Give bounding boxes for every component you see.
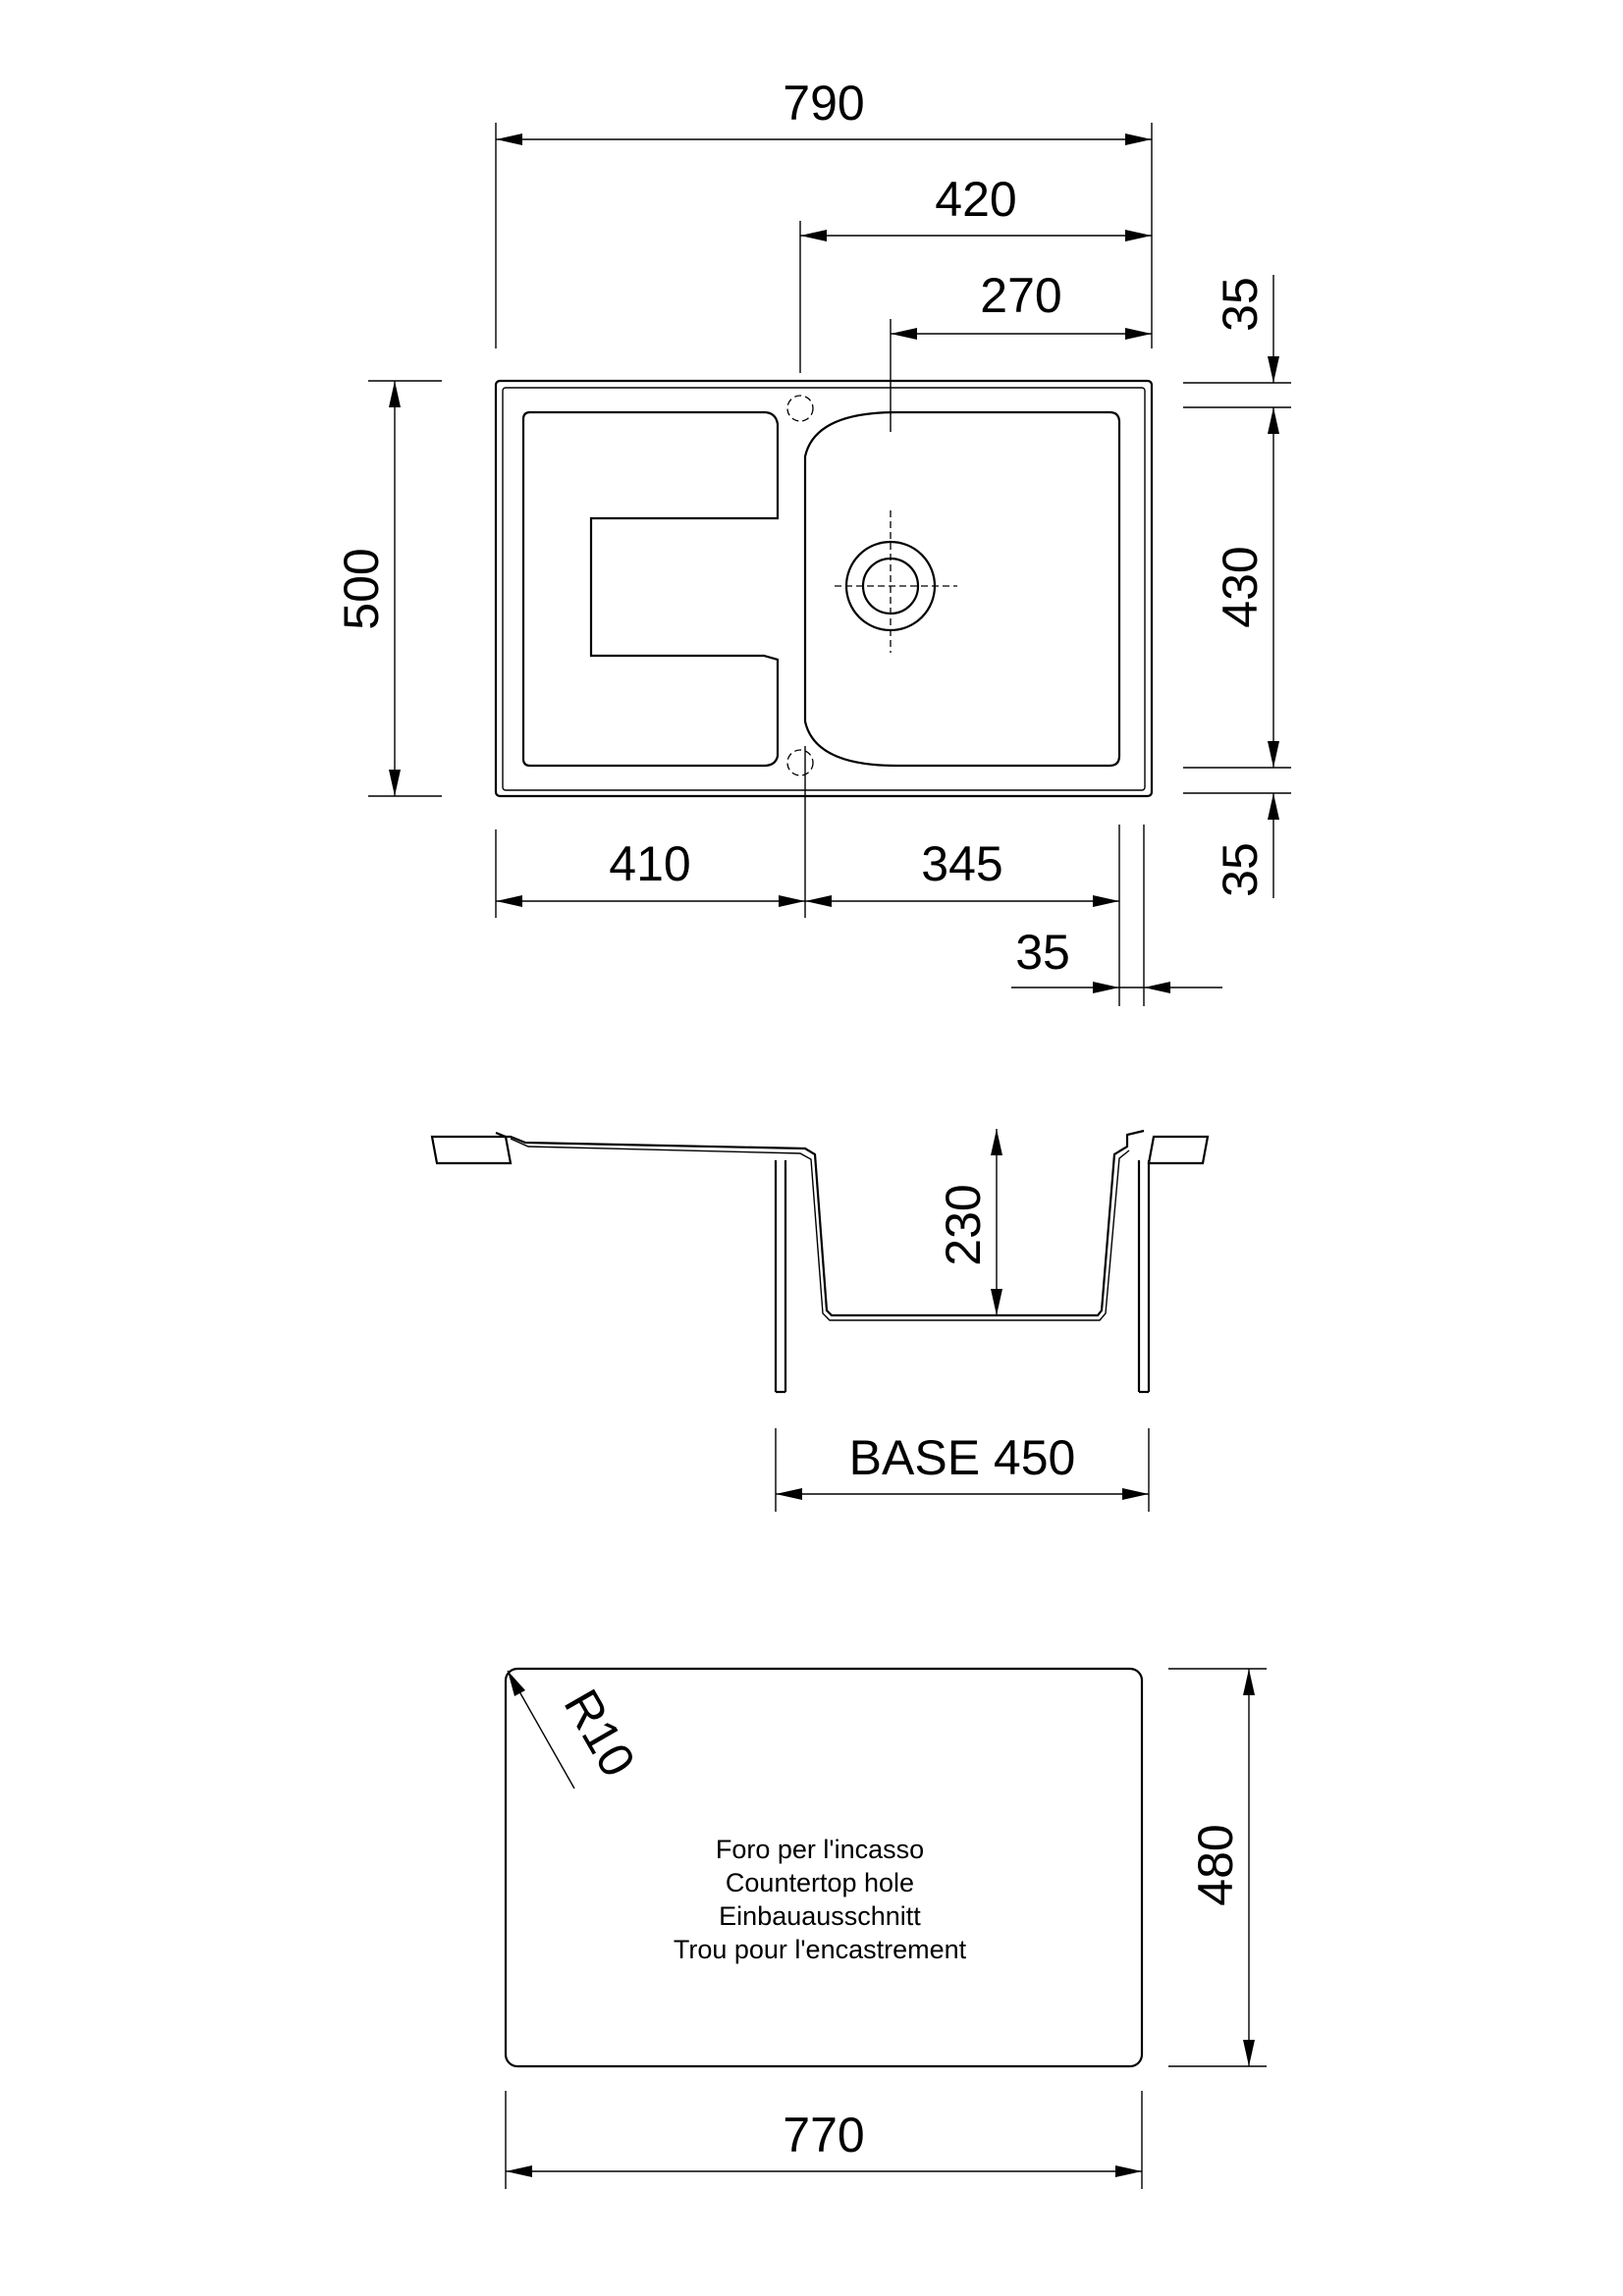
sink-rim [502,387,1146,791]
note-de: Einbauausschnitt [719,1901,921,1931]
arrow [1093,982,1119,993]
sink-bowl [803,410,1121,768]
arrow [389,381,401,407]
note-en: Countertop hole [726,1868,914,1897]
top-view: 790 420 270 35 430 35 500 [334,76,1291,1006]
arrow [1243,1669,1255,1695]
arrow [506,2165,532,2177]
sink-profile-inner [510,1138,1130,1321]
cutout-view: R10 Foro per l'incasso Countertop hole E… [504,1667,1267,2189]
countertop-left [430,1135,513,1165]
arrow [800,230,827,241]
dim-480-label: 480 [1188,1824,1243,1905]
dim-270-label: 270 [980,268,1061,323]
dim-430-label: 430 [1213,546,1268,627]
arrow [776,1488,802,1500]
arrow [1268,793,1279,820]
dim-35-top-label: 35 [1213,277,1268,332]
arrow [1243,2040,1255,2066]
drainer-area [521,410,780,768]
tap-hole-top [786,395,814,422]
note-fr: Trou pour l'encastrement [674,1935,967,1964]
arrow [508,1671,525,1696]
arrow [1122,1488,1149,1500]
arrow [1144,982,1170,993]
arrow [1125,328,1152,340]
arrow [779,895,805,907]
dim-345-label: 345 [921,836,1002,891]
radius-label: R10 [554,1681,646,1786]
arrow [1268,407,1279,434]
arrow [389,770,401,796]
dim-420-label: 420 [935,172,1016,227]
tap-hole-bottom [786,749,814,776]
dim-500-label: 500 [334,548,389,629]
arrow [991,1129,1002,1155]
sink-profile-outer [495,1129,1145,1317]
sink-outline [494,379,1154,798]
section-view: 230 BASE 450 [430,1129,1210,1512]
cutout-outline [504,1667,1144,2068]
base-label: BASE 450 [849,1430,1076,1485]
arrow [1093,895,1119,907]
arrow [1125,230,1152,241]
dim-35-right-label: 35 [1015,925,1070,980]
arrow [1125,133,1152,145]
arrow [1268,356,1279,383]
arrow [496,895,522,907]
dim-35-bottom-label: 35 [1213,842,1268,897]
dim-410-label: 410 [609,836,690,891]
arrow [1115,2165,1142,2177]
dim-790-label: 790 [783,76,864,131]
arrow [1268,741,1279,768]
note-it: Foro per l'incasso [716,1835,924,1864]
arrow [805,895,832,907]
arrow [991,1289,1002,1315]
countertop-right [1147,1135,1210,1165]
dim-230-label: 230 [936,1184,991,1265]
arrow [496,133,522,145]
arrow [891,328,917,340]
dim-770-label: 770 [783,2108,864,2163]
